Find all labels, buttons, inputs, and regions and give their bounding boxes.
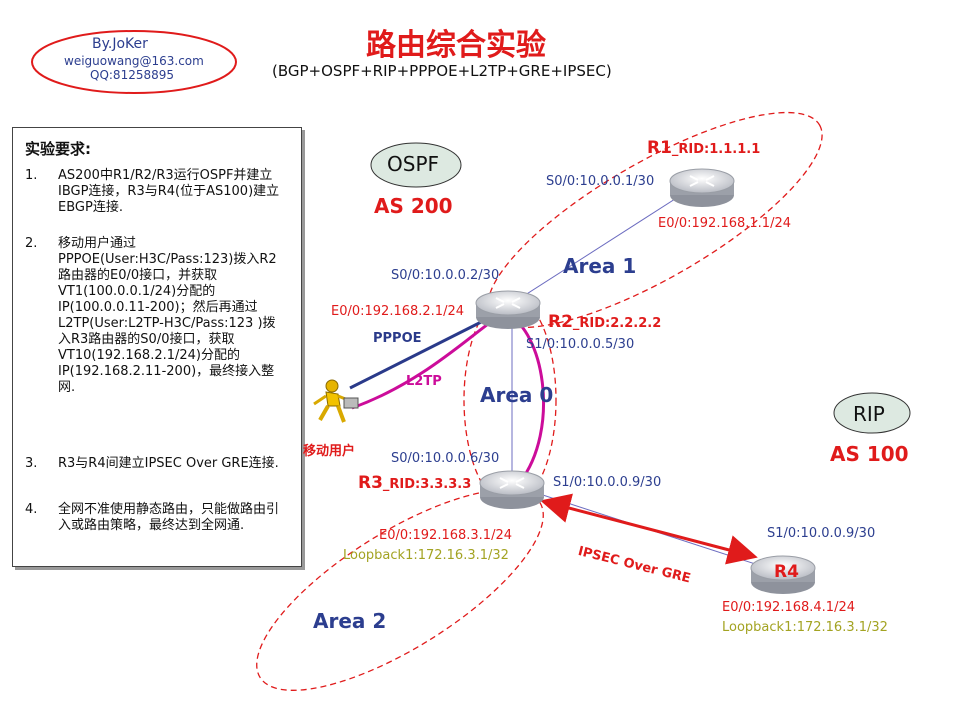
r1-name-label: R1_RID:1.1.1.1	[647, 138, 760, 158]
requirements-box: 实验要求: 1. AS200中R1/R2/R3运行OSPF并建立IBGP连接，R…	[12, 127, 302, 567]
requirements-heading: 实验要求:	[25, 140, 91, 158]
requirement-text: AS200中R1/R2/R3运行OSPF并建立IBGP连接，R3与R4(位于AS…	[58, 168, 280, 215]
requirement-number: 2.	[25, 236, 38, 251]
r1-name: R1	[647, 138, 672, 158]
ipsec-arrow	[540, 493, 758, 565]
rip-badge	[833, 392, 911, 434]
r2-e00-label: E0/0:192.168.2.1/24	[331, 304, 465, 319]
ospf-badge	[370, 142, 462, 188]
r4-loopback-label: Loopback1:172.16.3.1/32	[722, 620, 888, 635]
r3-s00-label: S0/0:10.0.0.6/30	[391, 451, 500, 466]
rip-label: RIP	[853, 402, 885, 426]
l2tp-label: L2TP	[406, 374, 442, 389]
r1-s00-label: S0/0:10.0.0.1/30	[546, 174, 655, 189]
as200-label: AS 200	[374, 194, 453, 218]
r3-loopback-label: Loopback1:172.16.3.1/32	[343, 548, 509, 563]
r1-rid: _RID:1.1.1.1	[671, 142, 761, 157]
router-r3-icon[interactable]	[479, 470, 545, 509]
mobile-user-label: 移动用户	[303, 444, 356, 459]
router-r2-icon[interactable]	[475, 290, 541, 329]
page-title: 路由综合实验	[366, 28, 546, 63]
requirement-number: 1.	[25, 168, 38, 183]
author-qq: QQ:81258895	[90, 68, 175, 82]
requirement-number: 4.	[25, 502, 38, 517]
requirement-text: 移动用户通过PPPOE(User:H3C/Pass:123)拨入R2路由器的E0…	[58, 236, 277, 395]
pppoe-label: PPPOE	[373, 331, 422, 346]
as100-label: AS 100	[830, 442, 909, 466]
area0-label: Area 0	[480, 383, 554, 407]
r4-name: R4	[774, 562, 799, 582]
r4-s10-label: S1/0:10.0.0.9/30	[767, 526, 876, 541]
r4-e00-label: E0/0:192.168.4.1/24	[722, 600, 856, 615]
r3-name-label: R3_RID:3.3.3.3	[358, 473, 471, 493]
author-name: By.JoKer	[92, 36, 148, 52]
requirement-number: 3.	[25, 456, 38, 471]
r1-e00-label: E0/0:192.168.1.1/24	[658, 216, 792, 231]
ospf-label: OSPF	[387, 152, 440, 176]
author-email: weiguowang@163.com	[64, 54, 204, 68]
pppoe-line	[349, 308, 506, 390]
router-r1-icon[interactable]	[669, 168, 735, 207]
r2-name: R2	[548, 312, 573, 332]
mobile-user-icon[interactable]	[313, 379, 359, 423]
router-r4-icon[interactable]	[750, 555, 816, 594]
r2-rid: _RID:2.2.2.2	[572, 316, 662, 331]
r3-rid: _RID:3.3.3.3	[382, 477, 472, 492]
r3-name: R3	[358, 473, 383, 493]
requirement-text: 全网不准使用静态路由，只能做路由引入或路由策略，最终达到全网通.	[58, 502, 280, 533]
r2-name-label: R2_RID:2.2.2.2	[548, 312, 661, 332]
requirement-text: R3与R4间建立IPSEC Over GRE连接.	[58, 456, 279, 471]
r3-e00-label: E0/0:192.168.3.1/24	[379, 528, 513, 543]
area2-label: Area 2	[313, 609, 387, 633]
area1-label: Area 1	[563, 254, 637, 278]
r2-s10-label: S1/0:10.0.0.5/30	[526, 337, 635, 352]
area1-ellipse	[487, 111, 823, 329]
author-ellipse	[31, 30, 237, 94]
link-r2-r1	[507, 182, 701, 307]
r3-s10-label: S1/0:10.0.0.9/30	[553, 475, 662, 490]
page-subtitle: (BGP+OSPF+RIP+PPPOE+L2TP+GRE+IPSEC)	[272, 62, 612, 80]
r2-s00-label: S0/0:10.0.0.2/30	[391, 268, 500, 283]
